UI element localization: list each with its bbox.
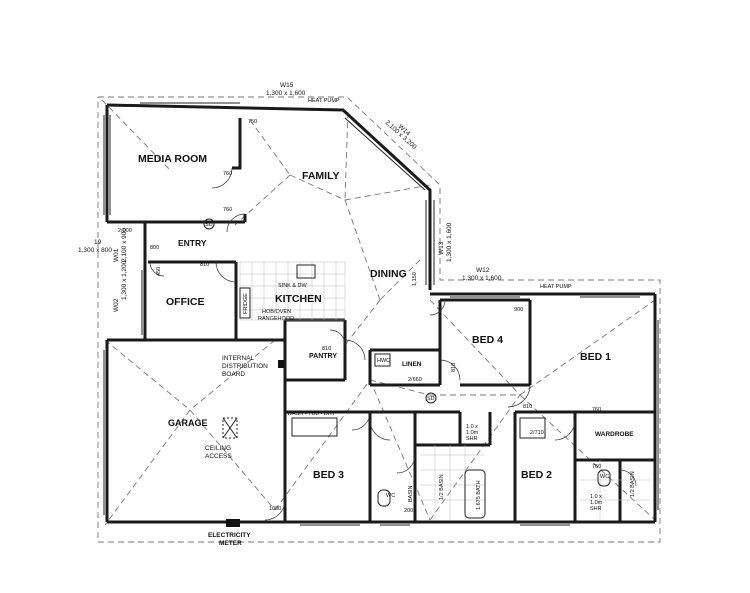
label-internal-board-3: BOARD	[222, 371, 245, 378]
window-w12: W12	[476, 267, 490, 274]
label-basin-mid: 1/2 BASIN	[439, 474, 445, 500]
window-w15: W15	[280, 82, 294, 89]
room-media-room: MEDIA ROOM	[138, 153, 207, 165]
label-wash-tub-dry: WASH - TUB - DRY	[287, 411, 336, 417]
dim-810b: 810	[322, 346, 331, 352]
room-dining: DINING	[370, 268, 407, 280]
dim-1000: 1000	[269, 506, 281, 512]
label-electricity-meter-2: METER	[219, 540, 242, 547]
windows	[103, 102, 659, 526]
dim-710: 2/710	[530, 430, 544, 436]
room-wardrobe: WARDROBE	[595, 431, 634, 438]
label-rangehood: RANGEHOOD	[258, 316, 294, 322]
window-w12-size: 1,300 x 1,600	[462, 275, 502, 282]
dim-760a: 760	[223, 171, 232, 177]
dim-900: 900	[514, 307, 523, 313]
room-linen: LINEN	[402, 361, 422, 368]
bathroom-tiles	[420, 445, 650, 520]
label-hwc: HWC	[377, 358, 390, 364]
room-entry: ENTRY	[178, 238, 207, 248]
label-internal-board-2: DISTRIBUTION	[222, 363, 268, 370]
label-shower-right-2: 1.0m	[590, 500, 603, 506]
window-w01-top: 19	[94, 239, 102, 246]
label-fridge: FRIDGE	[243, 293, 249, 314]
heat-pump-right: HEAT PUMP	[540, 284, 572, 290]
label-electricity-meter-1: ELECTRICITY	[208, 532, 251, 539]
window-w02-size: 2,100 x 900	[121, 228, 128, 262]
window-w13-size: 1,300 x 1,600	[446, 222, 453, 262]
label-hob-oven: HOB/OVEN	[262, 309, 291, 315]
kitchen-tiles	[239, 261, 346, 321]
dimension-labels: 750 760 760 2,000 800 450 810 810 810 81…	[118, 119, 601, 514]
room-bed3: BED 3	[313, 469, 344, 481]
label-basin-left: BASIN	[408, 485, 414, 502]
heat-pump-top: HEAT PUMP	[308, 98, 340, 104]
room-bed2: BED 2	[521, 469, 552, 481]
dim-760d: 760	[592, 464, 601, 470]
window-w02: W02	[113, 298, 120, 312]
door-swings	[149, 167, 637, 521]
smoke-detector-icon	[425, 392, 437, 404]
annotations: W15 1,300 x 1,600 HEAT PUMP W14 2,100 x …	[78, 82, 636, 547]
dim-750: 750	[248, 119, 257, 125]
electricity-meter-box	[226, 519, 240, 527]
label-shower-left-1: 1.0 x	[466, 424, 478, 430]
dim-200: 200	[404, 508, 413, 514]
roof-outline	[97, 96, 661, 543]
label-shower-left-2: 1.0m	[466, 430, 479, 436]
room-labels: MEDIA ROOM FAMILY ENTRY OFFICE KITCHEN D…	[138, 153, 634, 481]
fixtures	[222, 353, 611, 527]
dim-810d: 810	[523, 404, 532, 410]
dim-2660: 2/660	[408, 377, 422, 383]
label-ceiling-access-1: CEILING	[205, 445, 231, 452]
label-internal-board-1: INTERNAL	[222, 355, 255, 362]
label-wc-left: WC	[386, 493, 395, 499]
label-wc-right: WC	[600, 474, 609, 480]
label-ceiling-access-2: ACCESS	[205, 453, 232, 460]
room-office: OFFICE	[166, 296, 205, 308]
room-bed1: BED 1	[580, 351, 611, 363]
label-shower-left-3: SHR	[466, 436, 478, 442]
dim-810a: 810	[200, 262, 209, 268]
exterior-walls	[105, 103, 657, 524]
window-w15-size: 1,300 x 1,600	[266, 90, 306, 97]
label-shower-right-1: 1.0 x	[590, 494, 602, 500]
window-w01: W01	[113, 248, 120, 262]
window-w13: W13	[438, 241, 445, 255]
dim-800: 800	[150, 245, 159, 251]
dim-2000: 2,000	[118, 228, 132, 234]
dim-760c: 760	[592, 407, 601, 413]
label-shower-right-3: SHR	[590, 506, 602, 512]
dim-1150: 1,150	[412, 272, 418, 286]
dim-760b: 760	[223, 207, 232, 213]
label-sd-2: SD	[427, 396, 435, 402]
interior-walls	[148, 118, 655, 522]
room-bed4: BED 4	[472, 334, 503, 346]
room-garage: GARAGE	[168, 418, 208, 428]
smoke-detector-icon	[203, 218, 215, 230]
label-sd-1: SD	[205, 222, 213, 228]
label-bath: 1.675 BATH	[476, 480, 482, 510]
room-kitchen: KITCHEN	[275, 293, 322, 305]
label-basin-right: 1/2 BASIN	[630, 471, 636, 497]
window-w01-size: 1,300 x 1,200	[121, 260, 128, 300]
dim-450: 450	[156, 267, 162, 276]
label-sink-dw: SINK & DW	[278, 283, 308, 289]
room-pantry: PANTRY	[309, 353, 337, 360]
dim-810c: 810	[451, 363, 457, 372]
window-w01-top-size: 1,300 x 800	[78, 247, 112, 254]
room-family: FAMILY	[302, 170, 340, 182]
